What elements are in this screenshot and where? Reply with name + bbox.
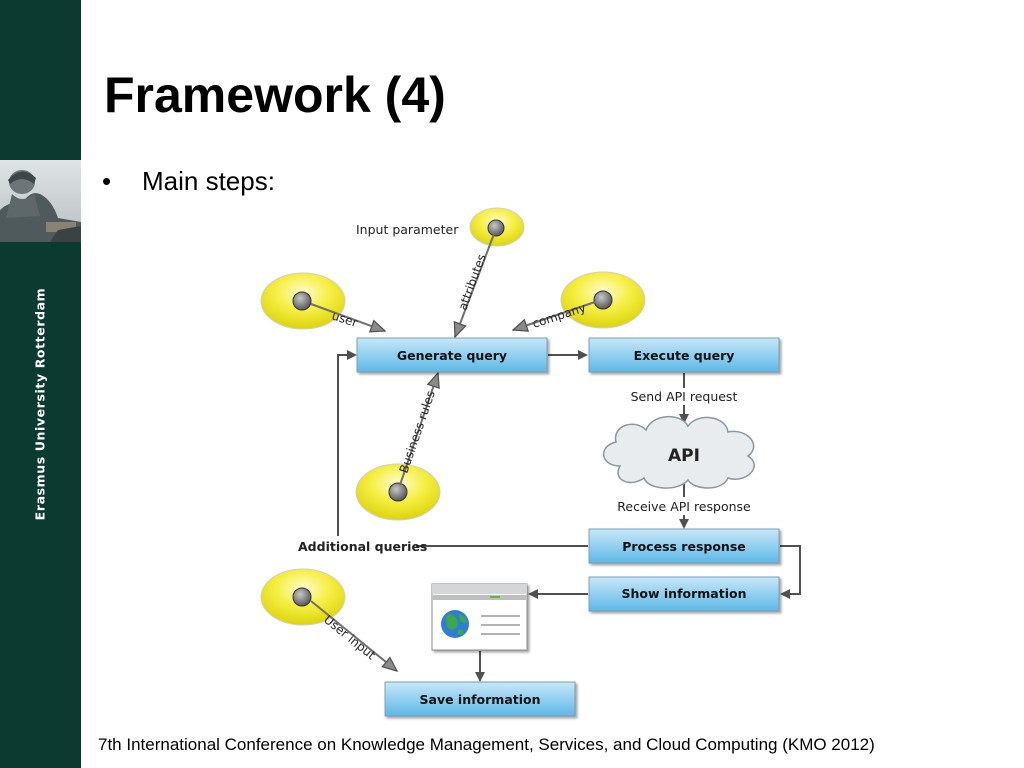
api-label: API	[668, 446, 700, 466]
bullet-text: Main steps:	[142, 166, 275, 196]
user-input-arrow	[310, 600, 397, 671]
save-information-box: Save information	[384, 681, 576, 717]
business-rules-arrow-label: Business rules	[397, 389, 438, 475]
slide-title: Framework (4)	[104, 67, 446, 123]
additional-queries-label: Additional queries	[298, 539, 427, 554]
show-information-box: Show information	[588, 576, 780, 612]
show-information-label: Show information	[622, 586, 747, 601]
input-arrows	[310, 233, 596, 671]
input-parameter-knob	[487, 219, 505, 237]
bullet-marker: •	[102, 166, 112, 196]
process-response-label: Process response	[622, 539, 745, 554]
process-to-show-arrow	[780, 545, 801, 599]
business-rules-knob	[388, 482, 408, 502]
business-rules-arrow	[399, 373, 438, 486]
send-api-request-label: Send API request	[631, 389, 738, 404]
input-parameter-label: Input parameter	[356, 222, 459, 237]
company-knob	[593, 290, 613, 310]
generate-query-box: Generate query	[356, 337, 548, 373]
company-arrow-label: company	[531, 300, 588, 330]
attributes-arrow	[455, 233, 495, 337]
save-information-label: Save information	[420, 692, 541, 707]
application-window-icon	[431, 583, 528, 651]
user-knob	[292, 291, 312, 311]
cloud-shape	[603, 416, 755, 489]
input-ellipses	[260, 207, 646, 626]
generate-query-label: Generate query	[397, 348, 507, 363]
sidebar: Erasmus University Rotterdam	[0, 0, 81, 768]
execute-query-label: Execute query	[634, 348, 735, 363]
user-arrow-label: user	[330, 309, 359, 330]
execute-query-box: Execute query	[588, 337, 780, 373]
receive-api-response-label: Receive API response	[617, 499, 751, 514]
user-input-knob	[292, 587, 312, 607]
api-cloud: API	[603, 416, 755, 489]
additional-queries-loop-arrow	[337, 350, 357, 536]
company-arrow	[513, 301, 596, 330]
erasmus-portrait-image	[0, 160, 81, 242]
user-input-arrow-label: User input	[321, 612, 378, 662]
user-arrow	[310, 303, 385, 331]
process-response-box: Process response	[588, 528, 780, 564]
connectors	[337, 350, 801, 682]
footer-conference: 7th International Conference on Knowledg…	[98, 735, 875, 754]
attributes-arrow-label: attributes	[456, 252, 489, 312]
process-boxes: Generate query Execute query Process res…	[356, 337, 780, 717]
